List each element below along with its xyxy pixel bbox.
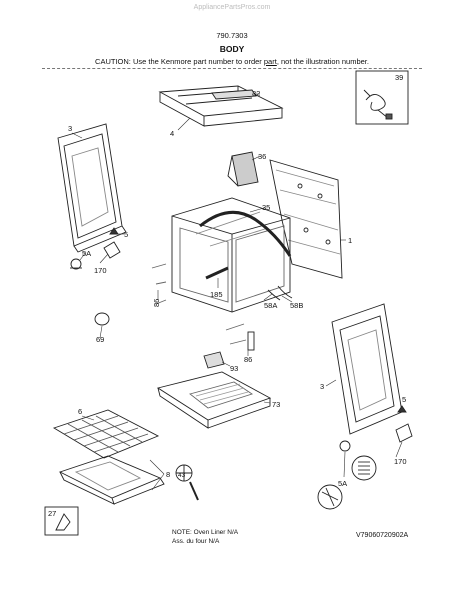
callout-39: 39 <box>395 73 403 82</box>
caution-prefix: CAUTION: Use the Kenmore part number to … <box>95 57 264 66</box>
callout-58A: 58A <box>264 301 277 310</box>
callout-43: 43 <box>178 472 186 479</box>
callout-5-right: 5 <box>402 395 406 404</box>
callout-35: 35 <box>262 203 270 212</box>
callout-27: 27 <box>48 509 56 518</box>
part-27-inset[interactable] <box>44 506 79 536</box>
callout-170-right: 170 <box>394 457 407 466</box>
part-170-right-hinge[interactable] <box>395 423 413 443</box>
note-line-2: Ass. du four N/A <box>172 538 220 545</box>
note-line-1: NOTE: Oven Liner N/A <box>172 529 239 536</box>
part-36-insulation-block[interactable] <box>227 151 259 187</box>
callout-86-left: 86 <box>152 299 161 307</box>
part-32-bracket-rail[interactable] <box>211 89 257 100</box>
part-8-broiler-pan[interactable] <box>58 455 165 505</box>
part-93-cap[interactable] <box>203 351 225 369</box>
callout-6: 6 <box>78 407 82 416</box>
callout-5-left: 5 <box>124 230 128 239</box>
part-39-cord-inset[interactable] <box>355 70 409 125</box>
callout-5A-right: 5A <box>338 479 347 488</box>
part-6-oven-rack[interactable] <box>52 409 160 459</box>
page-title: BODY <box>219 44 245 54</box>
part-5-left-screw[interactable] <box>109 227 119 235</box>
part-170-left-hinge[interactable] <box>103 241 121 259</box>
model-number: 790.7303 <box>216 31 248 40</box>
part-3-right-door-panel[interactable] <box>331 303 403 435</box>
part-5A-left-hinge-receiver[interactable] <box>70 258 82 270</box>
callout-4: 4 <box>170 129 174 138</box>
callout-93: 93 <box>230 364 238 373</box>
part-5-right-screw[interactable] <box>397 405 407 413</box>
caution-text: CAUTION: Use the Kenmore part number to … <box>0 57 464 66</box>
callout-185: 185 <box>210 290 223 299</box>
part-35-insulation-wrap[interactable] <box>199 210 292 257</box>
part-link[interactable]: part <box>263 57 277 66</box>
part-86-right-strip[interactable] <box>225 323 255 351</box>
oven-cavity-body[interactable] <box>171 197 291 313</box>
part-spring-detail[interactable] <box>351 455 377 481</box>
part-86-left-strip[interactable] <box>151 263 167 305</box>
part-3-left-door-panel[interactable] <box>57 123 127 253</box>
part-43-leveling-leg[interactable] <box>175 464 199 501</box>
callout-1: 1 <box>348 236 352 245</box>
part-69-knob-plug[interactable] <box>94 312 110 326</box>
callout-32: 32 <box>252 89 260 98</box>
part-58-wire-harness[interactable] <box>267 285 293 301</box>
diagram-code: V79060720902A <box>356 532 409 539</box>
callout-8: 8 <box>166 470 170 479</box>
part-1-back-panel[interactable] <box>269 159 343 279</box>
callout-69: 69 <box>96 335 104 344</box>
watermark: AppliancePartsPros.com <box>193 4 271 11</box>
callout-73: 73 <box>272 400 280 409</box>
callout-5A-left: 5A <box>82 249 91 258</box>
callout-3-right: 3 <box>320 382 324 391</box>
callout-3-left: 3 <box>68 124 72 133</box>
callout-86-right: 86 <box>244 355 252 364</box>
leader-lines <box>71 93 403 491</box>
callout-58B: 58B <box>290 301 303 310</box>
part-185-bracket[interactable] <box>205 266 229 280</box>
part-73-bottom-tray[interactable] <box>156 371 272 429</box>
callout-36: 36 <box>258 152 266 161</box>
header-divider <box>42 68 422 69</box>
callout-170-left: 170 <box>94 266 107 275</box>
caution-suffix: , not the illustration number. <box>276 57 369 66</box>
part-5A-right-hinge-receiver[interactable] <box>317 440 351 510</box>
